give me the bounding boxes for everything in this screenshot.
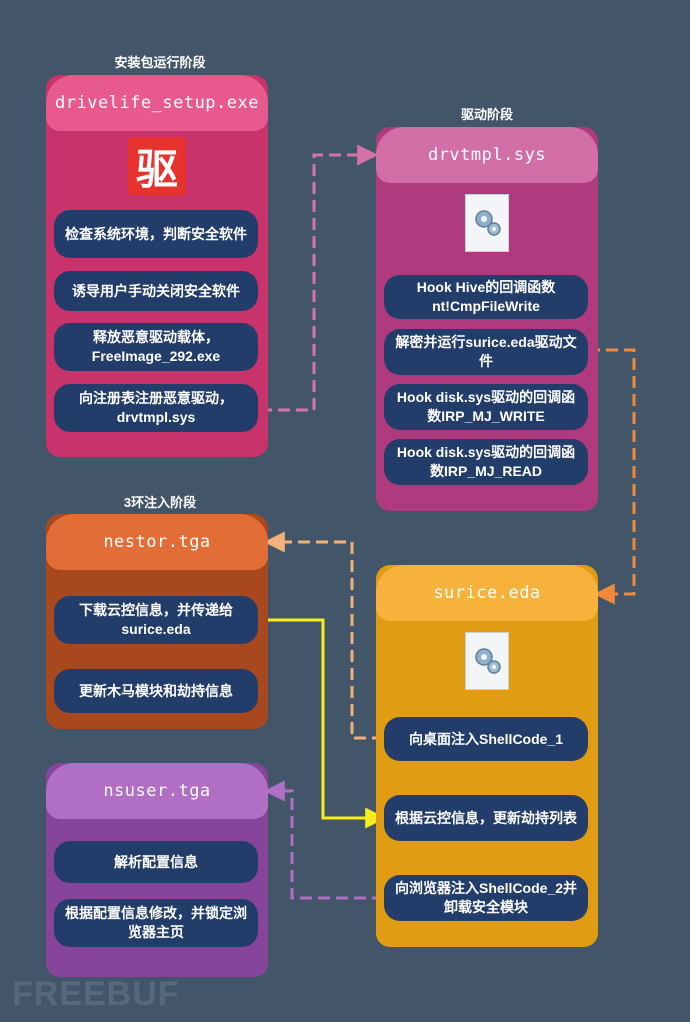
panel-surice-title: surice.eda xyxy=(376,565,598,621)
surice-step-3: 向浏览器注入ShellCode_2并卸载安全模块 xyxy=(384,875,588,921)
panel-nsuser-title: nsuser.tga xyxy=(46,763,268,819)
nestor-step-2: 更新木马模块和劫持信息 xyxy=(54,669,258,713)
panel-nsuser: nsuser.tga 解析配置信息 根据配置信息修改，并锁定浏览器主页 xyxy=(46,763,268,977)
nestor-step-1: 下载云控信息，并传递给surice.eda xyxy=(54,596,258,644)
nsuser-step-1: 解析配置信息 xyxy=(54,841,258,883)
panel-nestor: nestor.tga 下载云控信息，并传递给surice.eda 更新木马模块和… xyxy=(46,514,268,729)
panel-surice: surice.eda 向桌面注入ShellCode_1 根据云控信息，更新劫持列… xyxy=(376,565,598,947)
stage-label-install: 安装包运行阶段 xyxy=(114,55,206,70)
setup-step-4: 向注册表注册恶意驱动，drvtmpl.sys xyxy=(54,384,258,432)
drvtmpl-step-3: Hook disk.sys驱动的回调函数IRP_MJ_WRITE xyxy=(384,384,588,430)
stage-label-driver: 驱动阶段 xyxy=(460,107,513,122)
file-gear-icon xyxy=(465,632,509,690)
connector-setup-to-drvtmpl xyxy=(260,144,379,412)
drvtmpl-step-4: Hook disk.sys驱动的回调函数IRP_MJ_READ xyxy=(384,439,588,485)
panel-nestor-title: nestor.tga xyxy=(46,514,268,570)
connector-drvtmpl-to-surice xyxy=(588,348,636,605)
panel-drvtmpl: drvtmpl.sys Hook Hive的回调函数nt!CmpFileWrit… xyxy=(376,127,598,511)
setup-step-1: 检查系统环境，判断安全软件 xyxy=(54,210,258,258)
drvtmpl-step-1: Hook Hive的回调函数nt!CmpFileWrite xyxy=(384,275,588,319)
setup-step-2: 诱导用户手动关闭安全软件 xyxy=(54,271,258,311)
panel-drvtmpl-title: drvtmpl.sys xyxy=(376,127,598,183)
connector-nestor-to-surice xyxy=(258,618,387,829)
watermark: FREEBUF xyxy=(12,975,180,1013)
connector-surice-to-nsuser xyxy=(263,780,384,900)
panel-setup: drivelife_setup.exe 驱 检查系统环境，判断安全软件 诱导用户… xyxy=(46,75,268,457)
drvtmpl-step-2: 解密并运行surice.eda驱动文件 xyxy=(384,329,588,375)
setup-step-3: 释放恶意驱动载体，FreeImage_292.exe xyxy=(54,323,258,371)
surice-step-2: 根据云控信息，更新劫持列表 xyxy=(384,795,588,841)
nsuser-step-2: 根据配置信息修改，并锁定浏览器主页 xyxy=(54,899,258,947)
surice-step-1: 向桌面注入ShellCode_1 xyxy=(384,717,588,761)
panel-setup-title: drivelife_setup.exe xyxy=(46,75,268,131)
stage-label-ring3: 3环注入阶段 xyxy=(123,495,197,510)
file-gear-icon xyxy=(465,194,509,252)
qu-app-icon: 驱 xyxy=(128,137,186,195)
connector-surice-to-nestor xyxy=(263,531,384,740)
